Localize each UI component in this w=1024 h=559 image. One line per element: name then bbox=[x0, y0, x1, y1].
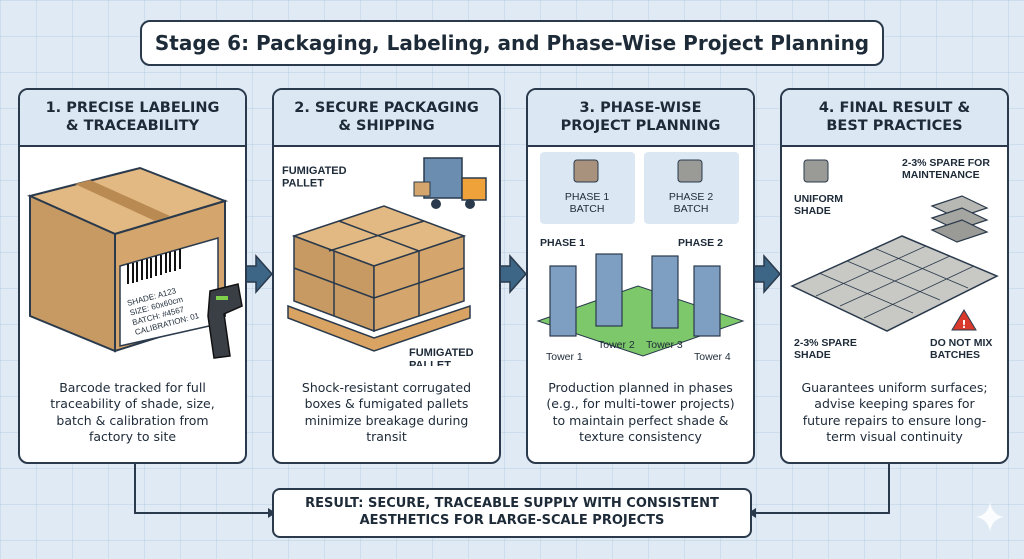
tower-2-label: Tower 2 bbox=[598, 339, 635, 351]
panel-description: Shock-resistant corrugated boxes & fumig… bbox=[301, 380, 472, 444]
warning-icon: ! bbox=[951, 309, 977, 331]
phase2-tag: PHASE 2 bbox=[678, 237, 723, 249]
barcode-scanner-icon bbox=[207, 283, 243, 359]
panel-description: Production planned in phases (e.g., for … bbox=[546, 380, 735, 444]
panel-description: Barcode tracked for full traceability of… bbox=[50, 380, 215, 444]
panel-heading: 3. PHASE-WISE PROJECT PLANNING bbox=[528, 90, 753, 147]
svg-text:!: ! bbox=[961, 318, 966, 331]
tower-3-label: Tower 3 bbox=[646, 339, 683, 351]
panel-heading: 2. SECURE PACKAGING & SHIPPING bbox=[274, 90, 499, 147]
tile-icon bbox=[573, 159, 599, 183]
panel-final-result: 4. FINAL RESULT & BEST PRACTICES UNIFORM… bbox=[780, 88, 1009, 464]
panel-labeling: 1. PRECISE LABELING & TRACEABILITY SHADE… bbox=[18, 88, 247, 464]
phase1-tag: PHASE 1 bbox=[540, 237, 585, 249]
tile-icon bbox=[803, 159, 829, 183]
tower-1-label: Tower 1 bbox=[546, 351, 583, 363]
tile-floor bbox=[790, 235, 999, 332]
phase1-batch-card bbox=[540, 152, 635, 224]
sparkle-icon bbox=[976, 502, 1004, 532]
labeled-box-illustration: SHADE: A123 SIZE: 60x60cm BATCH: #4567 C… bbox=[26, 166, 243, 359]
panel-heading: 4. FINAL RESULT & BEST PRACTICES bbox=[782, 90, 1007, 147]
forklift-icon bbox=[413, 157, 487, 209]
panel-description: Guarantees uniform surfaces; advise keep… bbox=[801, 380, 988, 444]
panel-heading: 1. PRECISE LABELING & TRACEABILITY bbox=[20, 90, 245, 147]
panel-packaging: 2. SECURE PACKAGING & SHIPPING FUMIGATED… bbox=[272, 88, 501, 464]
spare-tiles-stack bbox=[930, 195, 989, 243]
tower-4-label: Tower 4 bbox=[694, 351, 731, 363]
page-title: Stage 6: Packaging, Labeling, and Phase-… bbox=[140, 20, 884, 66]
result-banner: RESULT: SECURE, TRACEABLE SUPPLY WITH CO… bbox=[272, 488, 752, 538]
phase2-batch-card bbox=[644, 152, 739, 224]
barcode-icon bbox=[127, 249, 181, 284]
tile-icon bbox=[677, 159, 703, 183]
